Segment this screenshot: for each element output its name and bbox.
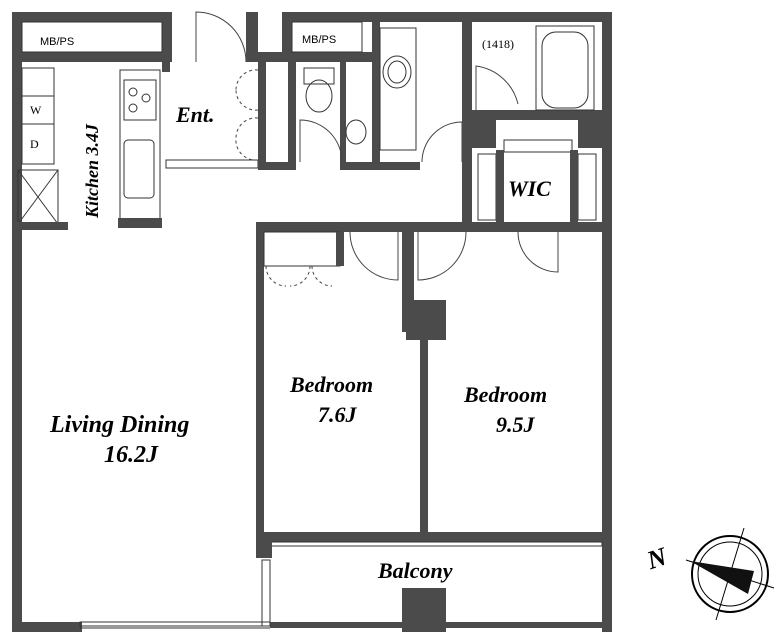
- washroom: [346, 22, 472, 230]
- entrance-label: Ent.: [175, 102, 215, 127]
- bedroom1-door[interactable]: [349, 231, 399, 281]
- compass-rose: [685, 527, 775, 621]
- bedroom-walls: [256, 222, 612, 552]
- tub-code-label: (1418): [482, 37, 514, 51]
- living-dining-name: Living Dining: [49, 412, 189, 438]
- bedroom1-size: 7.6J: [318, 402, 358, 427]
- bedroom2-name: Bedroom: [463, 382, 547, 407]
- toilet-door[interactable]: [299, 119, 343, 163]
- entrance-door[interactable]: [195, 11, 247, 63]
- kitchen-label: Kitchen 3.4J: [82, 123, 102, 219]
- bedroom1-closet: [263, 231, 344, 287]
- balcony-pillar: [402, 588, 446, 632]
- washroom-door[interactable]: [421, 121, 463, 163]
- kitchen-counter: [118, 62, 170, 228]
- balcony-windows: [79, 540, 603, 629]
- bedroom1-name: Bedroom: [289, 372, 373, 397]
- washer-label: W: [30, 103, 42, 117]
- wic-door[interactable]: [517, 231, 559, 273]
- compass-needle-icon: [690, 561, 754, 594]
- living-dining-size: 16.2J: [104, 442, 159, 468]
- mbps-right-label: MB/PS: [302, 34, 336, 46]
- laundry-area: W D: [12, 62, 68, 232]
- bedroom2-door[interactable]: [417, 231, 467, 281]
- bedroom2-size: 9.5J: [496, 412, 536, 437]
- balcony-label: Balcony: [377, 558, 453, 583]
- toilet-room: [288, 62, 367, 170]
- dryer-label: D: [30, 137, 39, 151]
- north-label: N: [642, 541, 671, 575]
- wic-label: WIC: [508, 176, 551, 201]
- shoe-closet-doors[interactable]: [235, 69, 259, 161]
- walk-in-closet: [472, 120, 602, 232]
- bath-door[interactable]: [475, 65, 519, 110]
- mbps-left-label: MB/PS: [40, 36, 74, 48]
- bathroom: (1418): [472, 25, 602, 120]
